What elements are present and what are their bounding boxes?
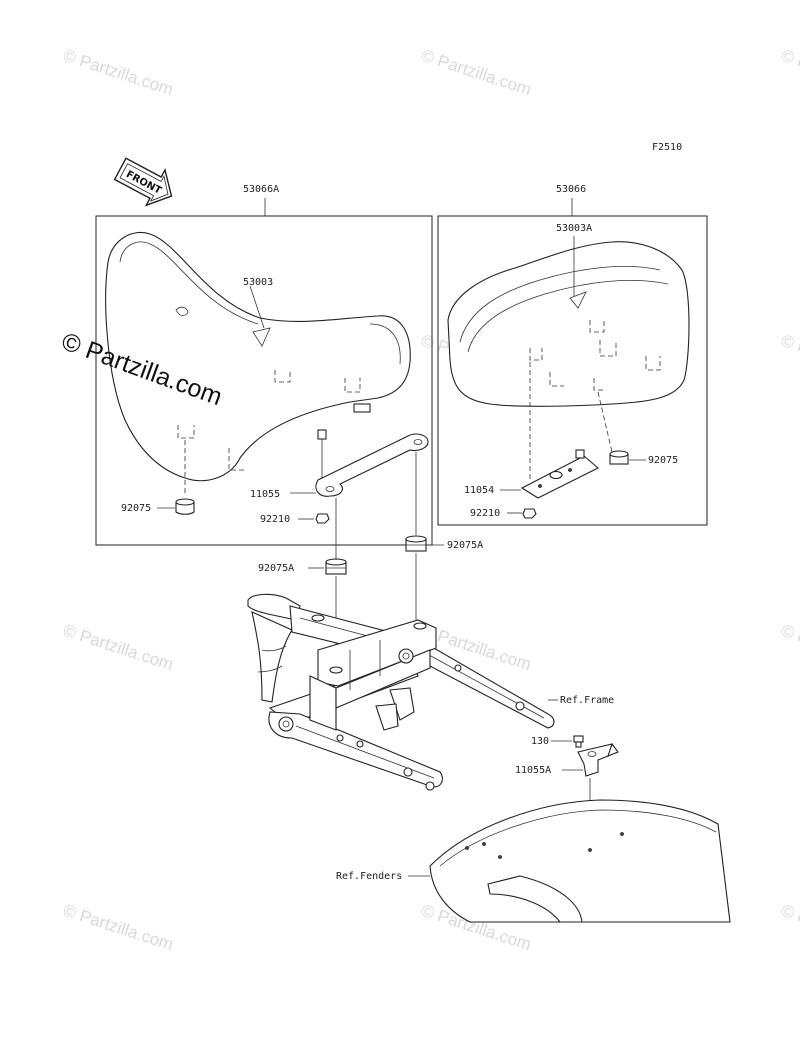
part-label-92210-right[interactable]: 92210	[470, 508, 500, 519]
damper-right	[609, 450, 629, 465]
part-label-ref-frame[interactable]: Ref.Frame	[560, 695, 614, 706]
watermark: © Partzilla.com	[61, 621, 176, 674]
watermark: © Partzilla.com	[779, 621, 800, 674]
fender-drawing	[429, 799, 731, 923]
part-label-92075-left[interactable]: 92075	[121, 503, 151, 514]
bolt-130	[573, 735, 584, 748]
seat-left-drawing	[105, 232, 411, 482]
part-label-92210-left[interactable]: 92210	[260, 514, 290, 525]
part-label-11055a[interactable]: 11055A	[515, 765, 551, 776]
part-label-92075a-right[interactable]: 92075A	[447, 540, 483, 551]
part-label-ref-fenders[interactable]: Ref.Fenders	[336, 871, 402, 882]
part-label-53066a[interactable]: 53066A	[243, 184, 279, 195]
seat-assembly-box-right	[437, 215, 708, 526]
part-label-53003[interactable]: 53003	[243, 277, 273, 288]
front-arrow-icon: FRONT	[113, 157, 173, 207]
part-label-130[interactable]: 130	[531, 736, 549, 747]
part-label-53003a[interactable]: 53003A	[556, 223, 592, 234]
watermark: © Partzilla.com	[779, 901, 800, 954]
part-label-11054[interactable]: 11054	[464, 485, 494, 496]
damper-a-right	[405, 535, 427, 552]
watermark: © Partzilla.com	[779, 46, 800, 99]
frame-drawing	[247, 593, 555, 791]
nut-right	[522, 508, 537, 519]
bracket-11055	[315, 429, 429, 497]
diagram-code: F2510	[652, 142, 682, 153]
seat-assembly-box-left	[95, 215, 433, 546]
seat-right-drawing	[447, 241, 690, 407]
part-label-53066[interactable]: 53066	[556, 184, 586, 195]
bracket-11055a	[577, 742, 619, 777]
nut-left	[315, 513, 330, 524]
part-label-11055[interactable]: 11055	[250, 489, 280, 500]
watermark: © Partzilla.com	[419, 46, 534, 99]
part-label-92075a-left[interactable]: 92075A	[258, 563, 294, 574]
part-label-92075-right[interactable]: 92075	[648, 455, 678, 466]
watermark: © Partzilla.com	[779, 331, 800, 384]
watermark: © Partzilla.com	[61, 46, 176, 99]
watermark: © Partzilla.com	[61, 901, 176, 954]
bracket-11054	[520, 449, 599, 499]
damper-a-left	[325, 558, 347, 575]
